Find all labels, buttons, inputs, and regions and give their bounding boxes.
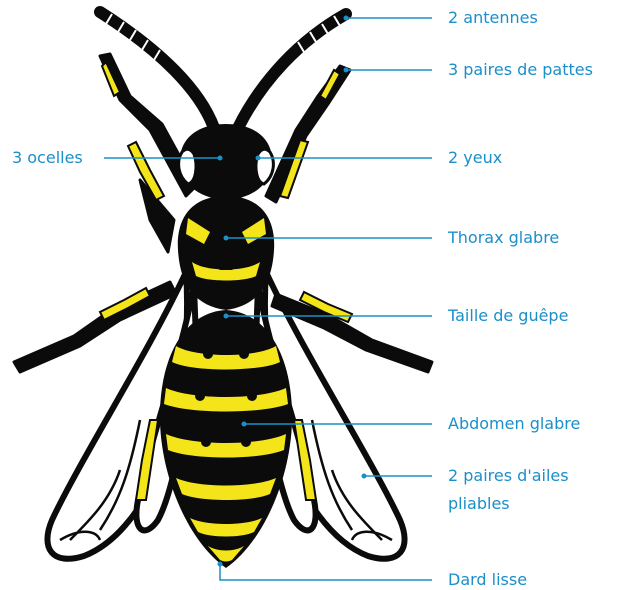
label-thorax: Thorax glabre bbox=[448, 226, 559, 250]
label-ocelles: 3 ocelles bbox=[12, 146, 83, 170]
label-ailes-line1: 2 paires d'ailes bbox=[448, 464, 569, 488]
label-abdomen: Abdomen glabre bbox=[448, 412, 580, 436]
label-pattes: 3 paires de pattes bbox=[448, 58, 593, 82]
label-dard: Dard lisse bbox=[448, 568, 527, 590]
head-thorax bbox=[178, 124, 274, 310]
label-taille: Taille de guêpe bbox=[448, 304, 568, 328]
label-ailes-line2: pliables bbox=[448, 492, 510, 516]
thorax bbox=[178, 196, 274, 310]
right-antenna bbox=[238, 14, 346, 128]
label-antennes: 2 antennes bbox=[448, 6, 538, 30]
right-front-leg bbox=[266, 66, 350, 202]
label-yeux: 2 yeux bbox=[448, 146, 502, 170]
eye-right bbox=[256, 149, 273, 184]
abdomen bbox=[160, 310, 292, 568]
leader-dard bbox=[220, 564, 432, 580]
